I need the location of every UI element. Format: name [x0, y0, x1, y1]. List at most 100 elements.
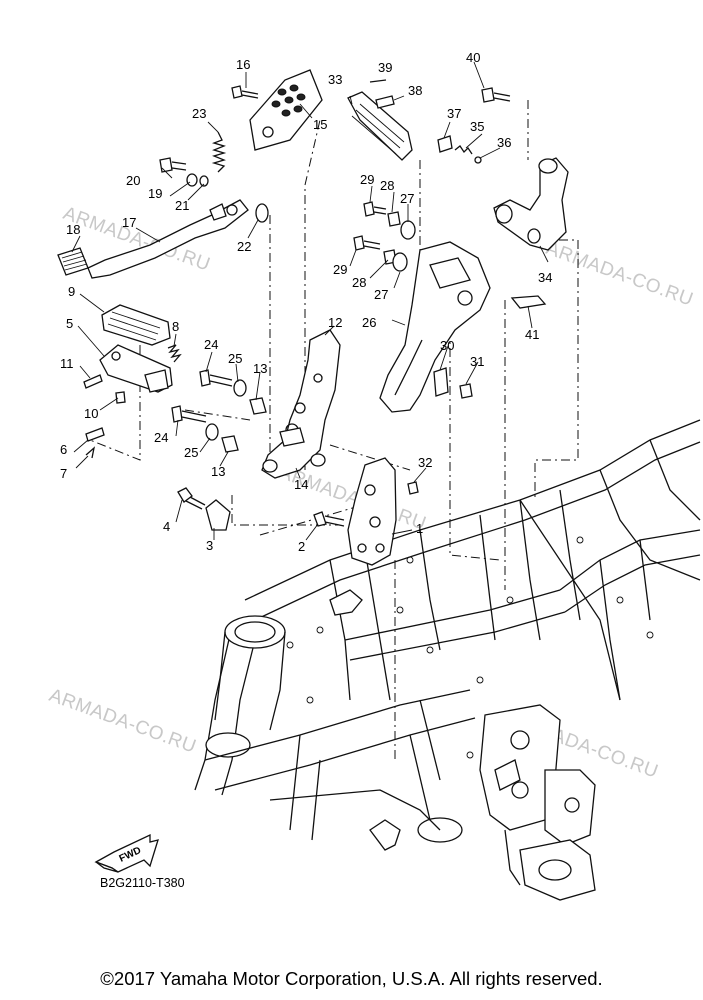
copyright-text: ©2017 Yamaha Motor Corporation, U.S.A. A…	[100, 968, 603, 989]
part-spring-23	[211, 131, 227, 173]
callout-number: 18	[66, 222, 80, 237]
callout-number: 29	[360, 172, 374, 187]
fwd-arrow-icon: FWD	[94, 833, 159, 873]
watermark: ARMADA-CO.RU	[46, 685, 199, 758]
part-washer-22	[255, 203, 269, 223]
part-footrest-5	[99, 344, 173, 393]
callout-number: 13	[253, 361, 267, 376]
part-washer-25b	[205, 423, 219, 441]
part-bolt-16	[231, 85, 259, 99]
callout-number: 41	[525, 327, 539, 342]
callout-number: 14	[294, 477, 308, 492]
callout-number: 26	[362, 315, 376, 330]
part-collar-13a	[249, 397, 267, 415]
callout-number: 4	[163, 519, 170, 534]
callout-number: 8	[172, 319, 179, 334]
part-bolt-29a	[363, 201, 387, 217]
callout-number: 17	[122, 215, 136, 230]
part-passenger-footrest	[347, 91, 413, 161]
callout-number: 36	[497, 135, 511, 150]
part-bracket-34	[493, 157, 569, 251]
part-bracket-12	[261, 329, 341, 479]
callout-number: 7	[60, 466, 67, 481]
callout-number: 39	[378, 60, 392, 75]
callout-number: 22	[237, 239, 251, 254]
callout-number: 25	[228, 351, 242, 366]
callout-number: 27	[374, 287, 388, 302]
part-collar-28a	[387, 211, 401, 227]
callout-number: 28	[352, 275, 366, 290]
part-brake-pedal	[87, 199, 249, 279]
part-bolt-40	[481, 87, 511, 103]
callout-number: 40	[466, 50, 480, 65]
part-bolt-31	[459, 383, 473, 399]
part-pin-38	[375, 95, 395, 109]
callout-number: 32	[418, 455, 432, 470]
part-bolt-32	[407, 481, 419, 495]
part-bracket-30	[433, 367, 449, 397]
callout-number: 9	[68, 284, 75, 299]
part-damper-27a	[400, 220, 416, 240]
part-bracket-26	[379, 241, 491, 413]
part-spring-8	[167, 344, 182, 363]
part-collar-13b	[221, 435, 239, 453]
part-ball-37	[437, 135, 453, 153]
callout-number: 12	[328, 315, 342, 330]
callout-number: 38	[408, 83, 422, 98]
callout-numbers: 1 2 3 4 5 6 7 8 9 10 11 12 13 13 14 15 1…	[60, 50, 552, 554]
part-clip-39	[369, 79, 387, 83]
part-bracket-41	[510, 295, 547, 309]
callout-number: 24	[154, 430, 168, 445]
part-ball-36	[474, 156, 482, 164]
callout-number: 28	[380, 178, 394, 193]
callout-number: 29	[333, 262, 347, 277]
callout-number: 2	[298, 539, 305, 554]
callout-number: 13	[211, 464, 225, 479]
callout-number: 10	[84, 406, 98, 421]
part-washer-19	[186, 173, 198, 187]
callout-number: 33	[328, 72, 342, 87]
callout-number: 31	[470, 354, 484, 369]
part-heel-plate	[249, 69, 323, 151]
part-footrest-rubber	[101, 304, 171, 346]
part-washer-25a	[233, 379, 247, 397]
part-bolt-2	[313, 511, 345, 527]
part-bolt-4	[177, 487, 206, 510]
callout-number: 35	[470, 119, 484, 134]
part-clip-7	[85, 446, 96, 459]
part-pin-6	[85, 427, 105, 442]
callout-number: 3	[206, 538, 213, 553]
callout-number: 20	[126, 173, 140, 188]
callout-number: 5	[66, 316, 73, 331]
callout-leaders	[71, 61, 549, 541]
callout-number: 34	[538, 270, 552, 285]
part-collar-21	[199, 175, 209, 187]
part-plate-1	[347, 457, 397, 566]
callout-number: 30	[440, 338, 454, 353]
callout-number: 21	[175, 198, 189, 213]
frame-drawing	[194, 419, 701, 901]
callout-number: 16	[236, 57, 250, 72]
diagram-code: B2G2110-T380	[100, 876, 185, 890]
watermark: ARMADA-CO.RU	[543, 238, 696, 311]
part-bolt-29b	[353, 235, 381, 251]
callout-number: 37	[447, 106, 461, 121]
part-damper-27b	[392, 252, 408, 272]
callout-number: 27	[400, 191, 414, 206]
part-guard-3	[205, 499, 231, 531]
callout-number: 25	[184, 445, 198, 460]
callout-number: 23	[192, 106, 206, 121]
callout-number: 19	[148, 186, 162, 201]
part-pin-11	[83, 374, 103, 389]
part-bolt-24b	[171, 405, 207, 423]
part-spring-35	[454, 145, 473, 155]
part-bolt-10	[115, 391, 126, 404]
callout-number: 11	[60, 356, 74, 371]
callout-number: 24	[204, 337, 218, 352]
callout-number: 15	[313, 117, 327, 132]
callout-number: 1	[416, 521, 423, 536]
callout-number: 6	[60, 442, 67, 457]
part-bolt-24a	[199, 369, 233, 387]
